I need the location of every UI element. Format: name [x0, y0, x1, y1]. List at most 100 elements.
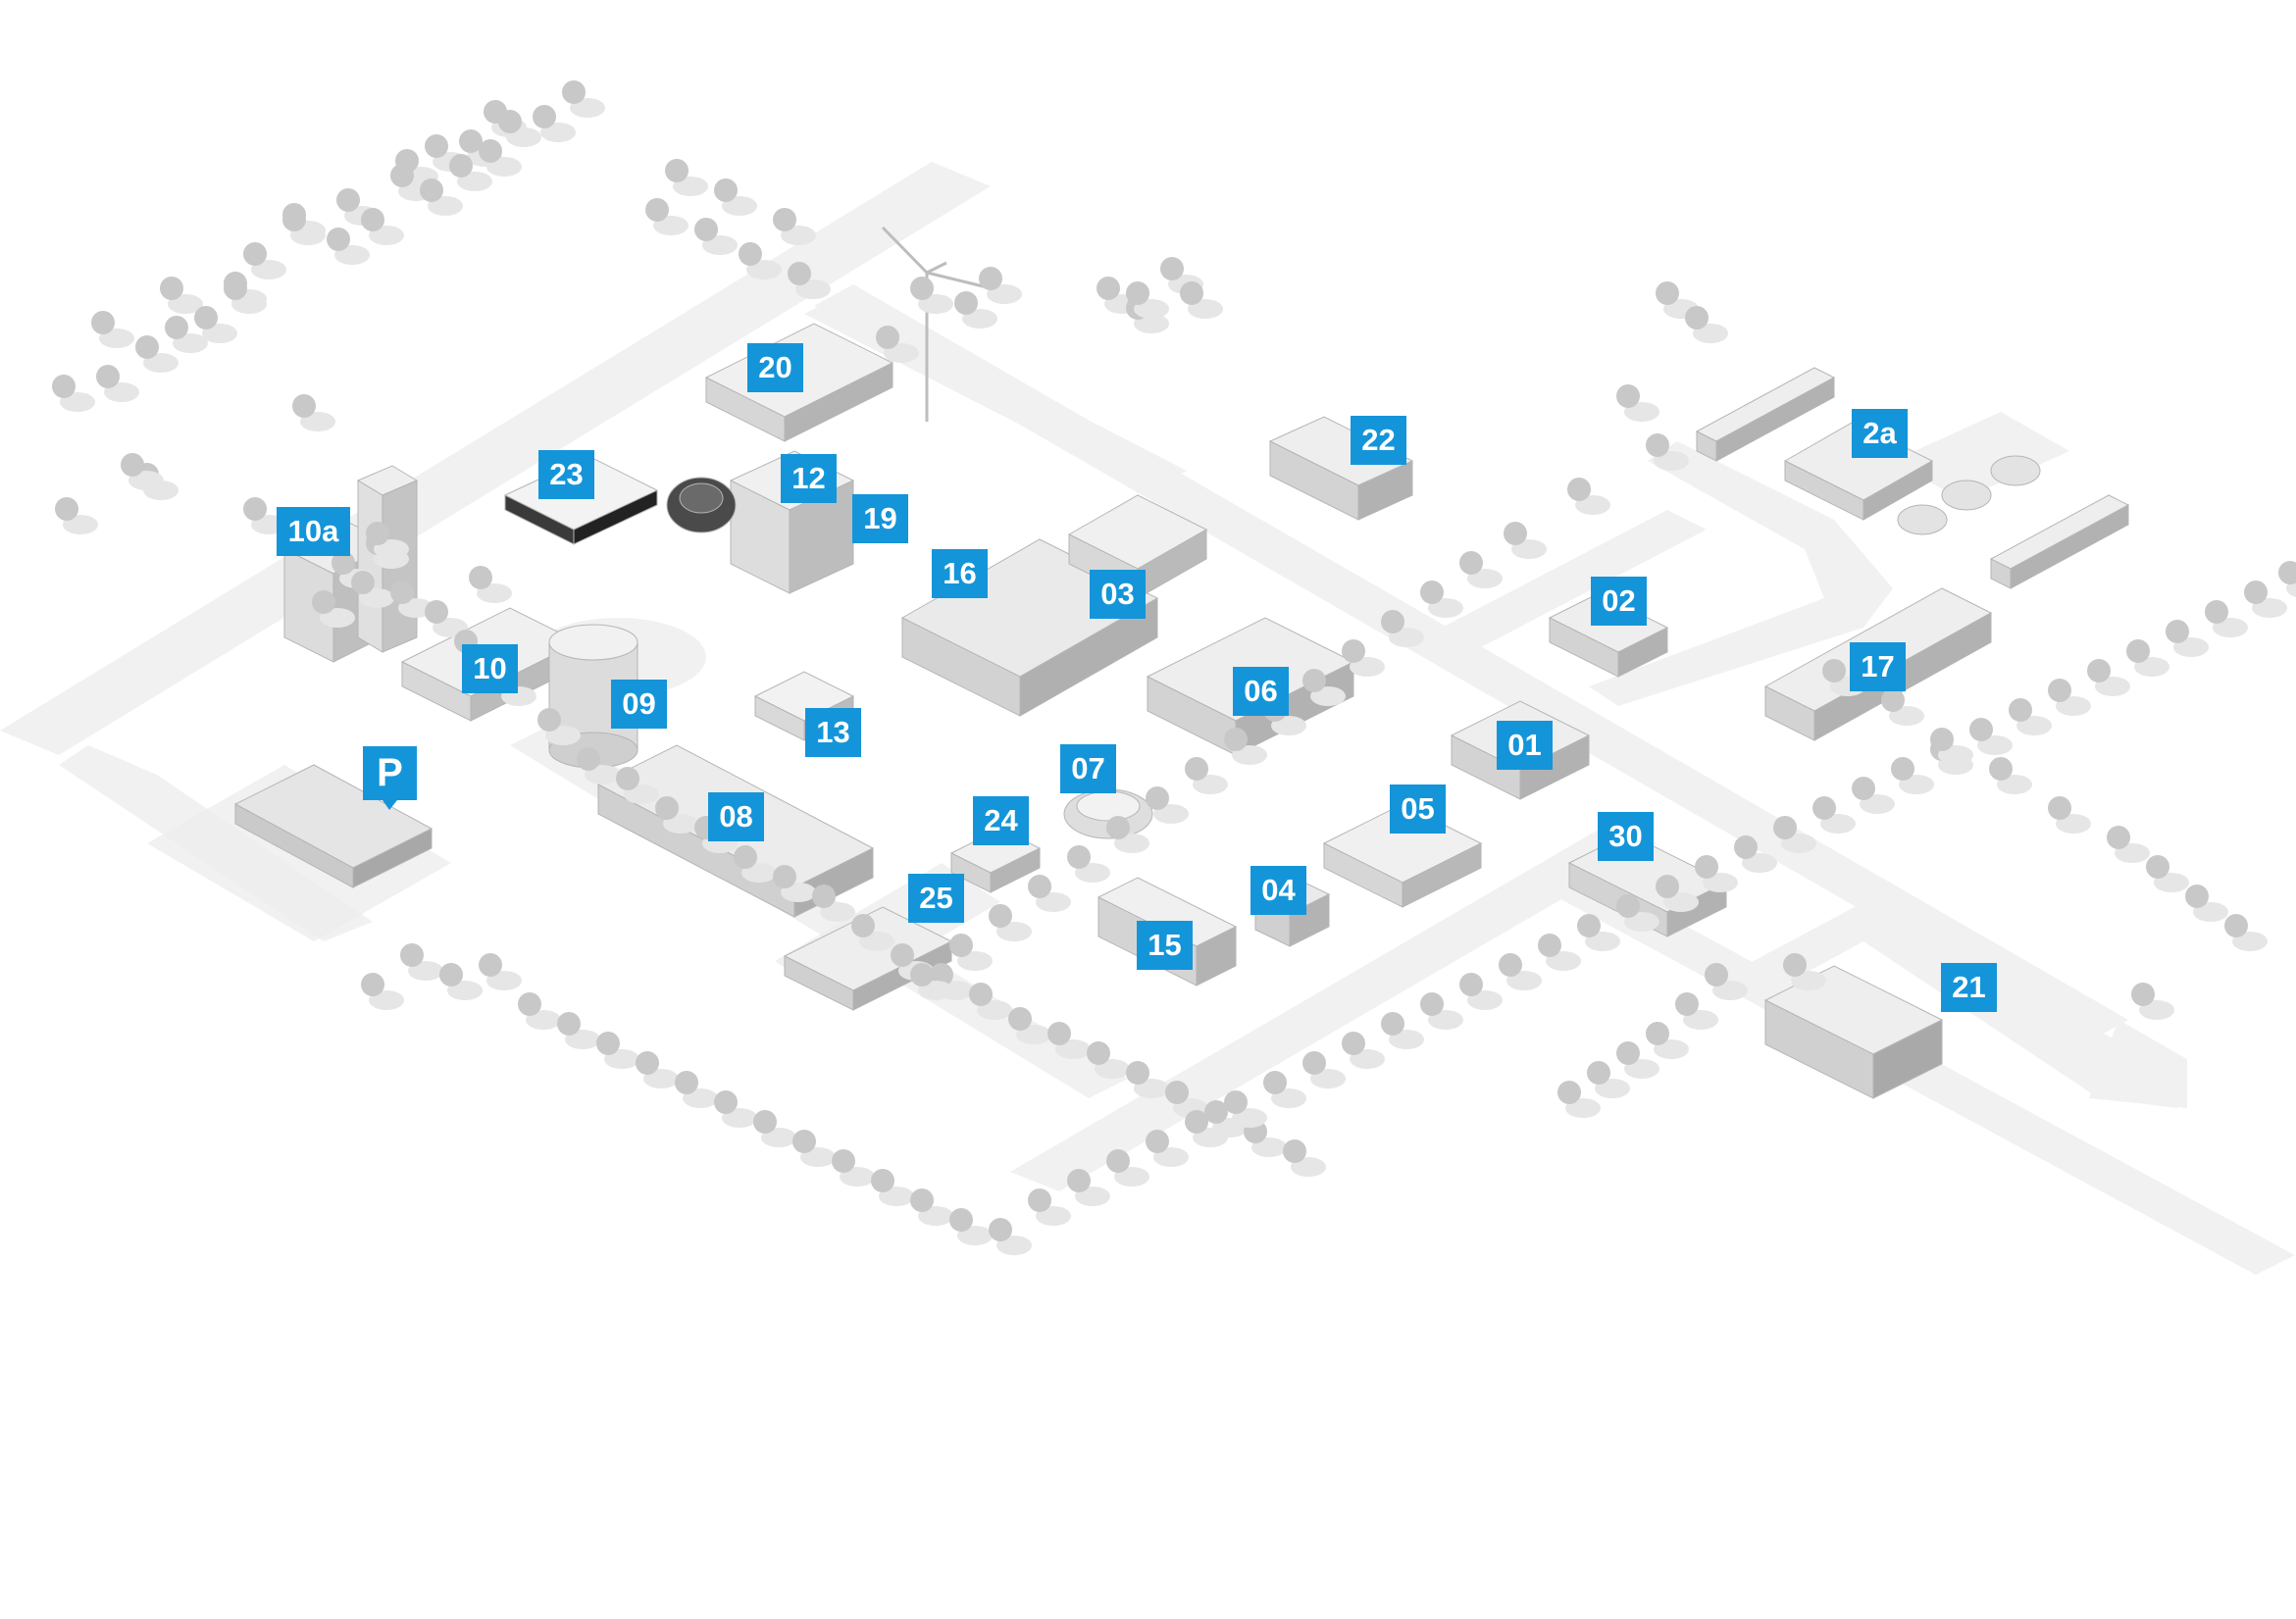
tree-shadow: [1467, 990, 1503, 1010]
building-marker-06[interactable]: 06: [1233, 667, 1289, 716]
tree-shadow: [2193, 902, 2228, 922]
tree-shadow: [781, 226, 816, 245]
tree: [2224, 914, 2248, 937]
tree: [2185, 885, 2209, 908]
tree: [675, 1071, 698, 1094]
building-marker-23[interactable]: 23: [538, 450, 594, 499]
parking-pin-tip: [383, 800, 397, 810]
building-marker-21[interactable]: 21: [1941, 963, 1997, 1012]
tree: [714, 178, 738, 202]
tree-shadow: [702, 235, 738, 255]
tree: [469, 566, 492, 589]
building-marker-15[interactable]: 15: [1137, 921, 1193, 970]
building-marker-17[interactable]: 17: [1850, 642, 1906, 691]
building-marker-20[interactable]: 20: [747, 343, 803, 392]
tree-shadow: [398, 598, 434, 618]
tree: [55, 497, 78, 521]
tree-shadow: [1310, 686, 1346, 706]
building-marker-30[interactable]: 30: [1598, 812, 1654, 861]
tree: [1146, 786, 1169, 810]
tree-shadow: [1712, 981, 1748, 1000]
tree: [390, 164, 414, 187]
building-marker-10a[interactable]: 10a: [277, 507, 350, 556]
parking-hall: [233, 764, 434, 888]
tree: [616, 767, 639, 790]
tree-shadow: [2095, 677, 2130, 696]
tree-shadow: [1791, 971, 1826, 990]
tree: [1891, 757, 1914, 781]
building-marker-03[interactable]: 03: [1090, 570, 1146, 619]
tree-shadow: [1251, 1138, 1287, 1157]
tree-shadow: [128, 471, 164, 490]
tree: [498, 110, 522, 133]
tree: [1705, 963, 1728, 987]
tree-shadow: [2154, 873, 2189, 892]
tree-shadow: [104, 382, 139, 402]
tree: [788, 262, 811, 285]
building-marker-24[interactable]: 24: [973, 796, 1029, 845]
tree-shadow: [369, 226, 404, 245]
tree-shadow: [447, 981, 483, 1000]
tree: [739, 242, 762, 266]
tree: [1067, 1169, 1091, 1192]
tree-shadow: [987, 284, 1022, 304]
tree: [1263, 1071, 1287, 1094]
tree: [1165, 1081, 1189, 1104]
tree-shadow: [1389, 1030, 1424, 1049]
tree-shadow: [320, 608, 355, 628]
building-marker-05[interactable]: 05: [1390, 784, 1446, 834]
tree-shadow: [2056, 696, 2091, 716]
tree-shadow: [1114, 1167, 1149, 1187]
building-marker-16[interactable]: 16: [932, 549, 988, 598]
tree-shadow: [540, 123, 576, 142]
tree: [1695, 855, 1718, 879]
tree: [876, 326, 899, 349]
building-marker-13[interactable]: 13: [805, 708, 861, 757]
building-marker-19[interactable]: 19: [852, 494, 908, 543]
tree: [1097, 277, 1120, 300]
building-marker-09[interactable]: 09: [611, 680, 667, 729]
tree: [1577, 914, 1601, 937]
tree: [96, 365, 120, 388]
tree: [694, 218, 718, 241]
tree-shadow: [741, 863, 777, 883]
building-marker-07[interactable]: 07: [1060, 744, 1116, 793]
tree: [989, 904, 1012, 928]
tree: [1656, 875, 1679, 898]
tree: [557, 1012, 581, 1036]
parking-icon[interactable]: P: [363, 746, 417, 800]
plot-east-storage: [1893, 412, 2069, 500]
tree: [734, 845, 757, 869]
tree-shadow: [781, 883, 816, 902]
tree-shadow: [2139, 1000, 2174, 1020]
building-marker-08[interactable]: 08: [708, 792, 764, 841]
tree: [2166, 620, 2189, 643]
building-marker-02[interactable]: 02: [1591, 577, 1647, 626]
building-marker-04[interactable]: 04: [1250, 866, 1306, 915]
tree: [1381, 610, 1404, 633]
building-marker-25[interactable]: 25: [908, 874, 964, 923]
tree-shadow: [761, 1128, 796, 1147]
tree-shadow: [1742, 853, 1777, 873]
tree-shadow: [1114, 834, 1149, 853]
tree: [243, 242, 267, 266]
tree: [351, 571, 375, 594]
tree: [1587, 1061, 1610, 1085]
tree: [449, 154, 473, 177]
building-marker-22[interactable]: 22: [1351, 416, 1406, 465]
tree: [1852, 777, 1875, 800]
tree-shadow: [1389, 628, 1424, 647]
tree: [1646, 1022, 1669, 1045]
building-marker-12[interactable]: 12: [781, 454, 837, 503]
building-marker-01[interactable]: 01: [1497, 721, 1553, 770]
building-marker-2a[interactable]: 2a: [1852, 409, 1908, 458]
tree-shadow: [1134, 299, 1169, 319]
building-marker-10[interactable]: 10: [462, 644, 518, 693]
tree-shadow: [1271, 716, 1306, 735]
tree-shadow: [918, 1206, 953, 1226]
tree: [425, 134, 448, 158]
tree-shadow: [565, 1030, 600, 1049]
tree: [1302, 1051, 1326, 1075]
tree: [645, 198, 669, 222]
tree-shadow: [722, 196, 757, 216]
